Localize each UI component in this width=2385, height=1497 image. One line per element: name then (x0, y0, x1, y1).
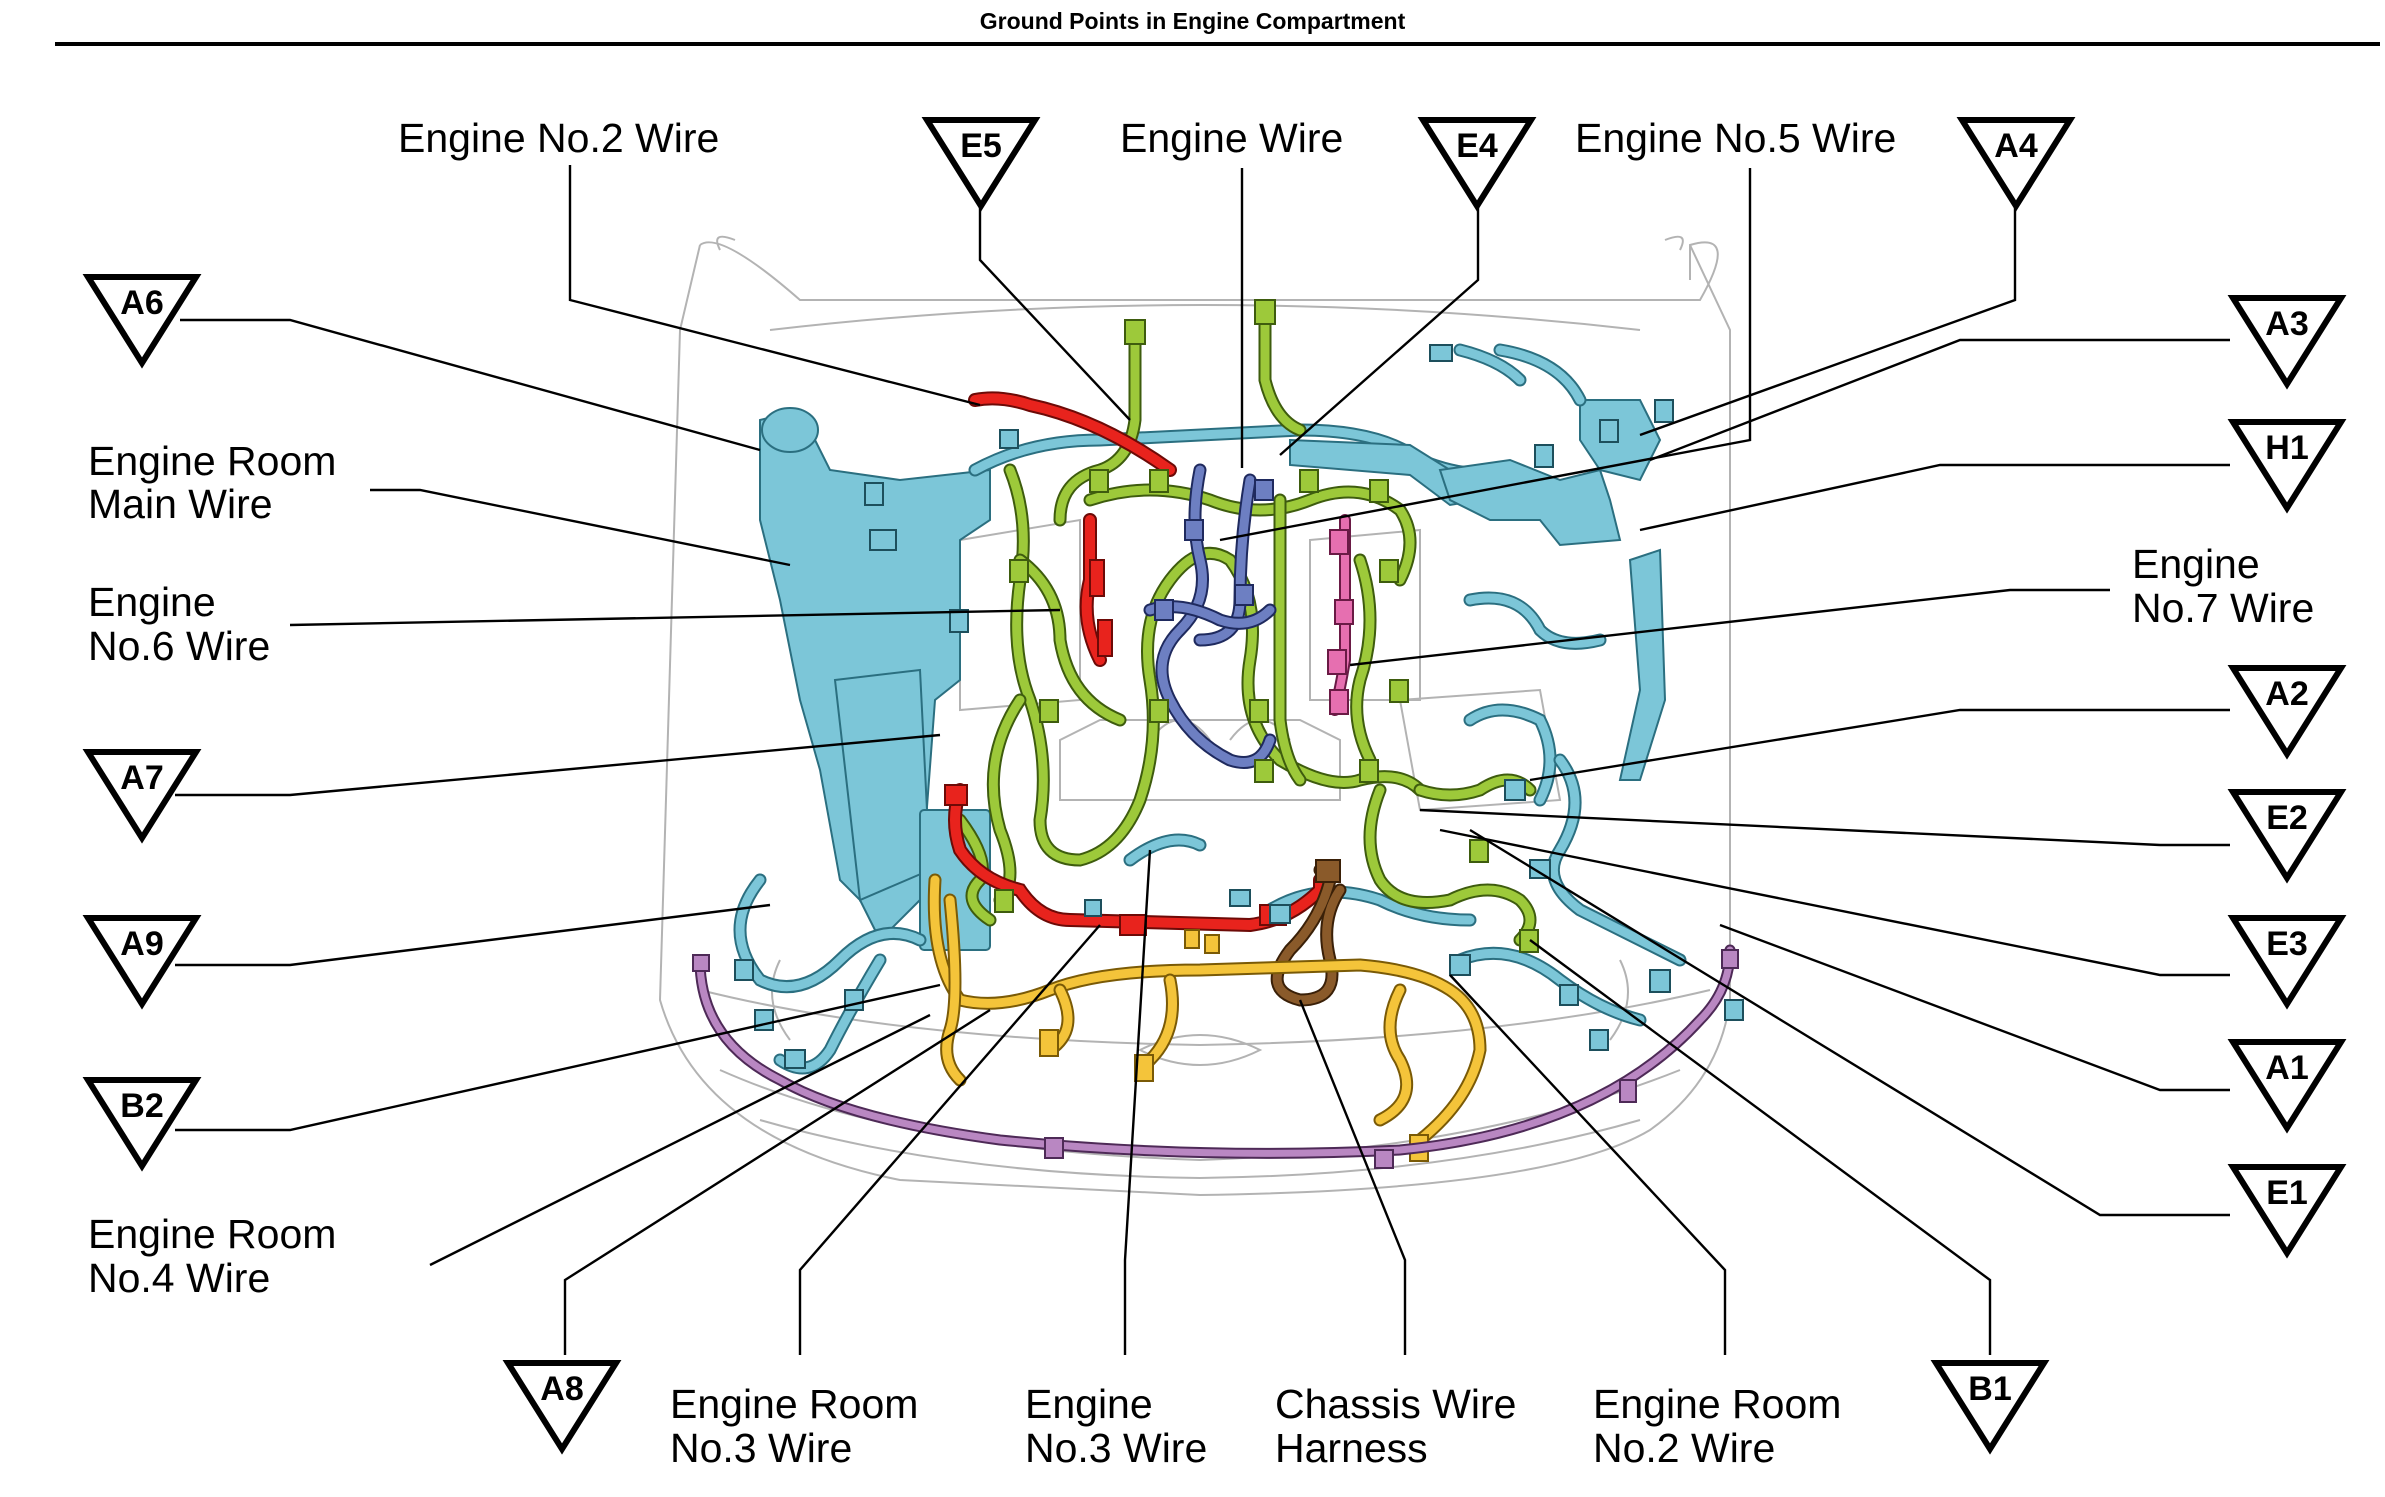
front-harness-art (692, 944, 1739, 1169)
ground-point-e5-label: E5 (960, 127, 1002, 165)
label-engine-room-main-wire-line2: Main Wire (88, 481, 273, 527)
engine-room-no3-wire-art (927, 873, 1487, 1162)
ground-point-a2: A2 (2227, 665, 2347, 760)
label-engine-room-no2-wire-line2: No.2 Wire (1593, 1425, 1775, 1471)
ground-point-a7: A7 (82, 749, 202, 844)
label-engine-room-no2-wire-line1: Engine Room (1593, 1381, 1841, 1427)
ground-point-e1: E1 (2227, 1164, 2347, 1259)
ground-point-a8: A8 (502, 1360, 622, 1455)
ground-point-b2: B2 (82, 1077, 202, 1172)
ground-point-a3: A3 (2227, 295, 2347, 390)
ground-point-a4: A4 (1956, 117, 2076, 212)
ground-point-h1: H1 (2227, 419, 2347, 514)
label-engine-no7-wire-line2: No.7 Wire (2132, 585, 2314, 631)
label-engine-room-no3-wire-line1: Engine Room (670, 1381, 918, 1427)
ground-point-a7-label: A7 (120, 759, 163, 797)
ground-point-a4-label: A4 (1994, 127, 2038, 165)
chassis-wire-harness-art (1270, 859, 1347, 1007)
label-engine-no7-wire-line1: Engine (2132, 541, 2260, 587)
ground-point-a6: A6 (82, 274, 202, 369)
label-chassis-wire-harness-line2: Harness (1275, 1425, 1428, 1471)
label-engine-wire: Engine Wire (1120, 115, 1343, 161)
harness-connectors (734, 299, 1744, 1069)
ground-point-a2-label: A2 (2265, 675, 2308, 713)
ground-point-h1-label: H1 (2265, 429, 2308, 467)
ground-point-markers: E5 E4 A4 A6 A3 H1 A7 A2 (82, 117, 2347, 1455)
ground-point-e2: E2 (2227, 789, 2347, 884)
ground-point-e1-label: E1 (2266, 1174, 2308, 1212)
ground-point-a9: A9 (82, 915, 202, 1010)
ground-point-e4-label: E4 (1456, 127, 1498, 165)
label-engine-no3-wire-line2: No.3 Wire (1025, 1425, 1207, 1471)
label-engine-no6-wire-line2: No.6 Wire (88, 623, 270, 669)
label-engine-room-main-wire-line1: Engine Room (88, 438, 336, 484)
label-chassis-wire-harness-line1: Chassis Wire (1275, 1381, 1516, 1427)
label-engine-no5-wire: Engine No.5 Wire (1575, 115, 1896, 161)
ground-point-b1: B1 (1930, 1360, 2050, 1455)
ground-point-a3-label: A3 (2265, 305, 2308, 343)
page-title: Ground Points in Engine Compartment (979, 8, 1406, 34)
ground-point-b2-label: B2 (120, 1087, 163, 1125)
wire-labels: Engine No.2 Wire Engine Wire Engine No.5… (88, 115, 2314, 1471)
label-engine-no2-wire: Engine No.2 Wire (398, 115, 719, 161)
label-engine-room-no4-wire-line1: Engine Room (88, 1211, 336, 1257)
label-engine-room-no4-wire-line2: No.4 Wire (88, 1255, 270, 1301)
ground-point-e2-label: E2 (2266, 799, 2308, 837)
ground-point-e3-label: E3 (2266, 925, 2308, 963)
engine-no7-wire-art (1327, 514, 1354, 716)
label-engine-room-no3-wire-line2: No.3 Wire (670, 1425, 852, 1471)
ground-point-a9-label: A9 (120, 925, 163, 963)
ground-point-b1-label: B1 (1968, 1370, 2011, 1408)
label-engine-no3-wire-line1: Engine (1025, 1381, 1153, 1427)
ground-point-a8-label: A8 (540, 1370, 583, 1408)
ground-point-e5: E5 (921, 117, 1041, 212)
label-engine-no6-wire-line1: Engine (88, 579, 216, 625)
ground-point-a6-label: A6 (120, 284, 163, 322)
ground-point-a1: A1 (2227, 1039, 2347, 1134)
leader-lines (175, 165, 2230, 1355)
ground-point-a1-label: A1 (2265, 1049, 2308, 1087)
engine-room-main-wire-art (733, 343, 1687, 1075)
ground-point-e4: E4 (1417, 117, 1537, 212)
ground-point-e3: E3 (2227, 915, 2347, 1010)
